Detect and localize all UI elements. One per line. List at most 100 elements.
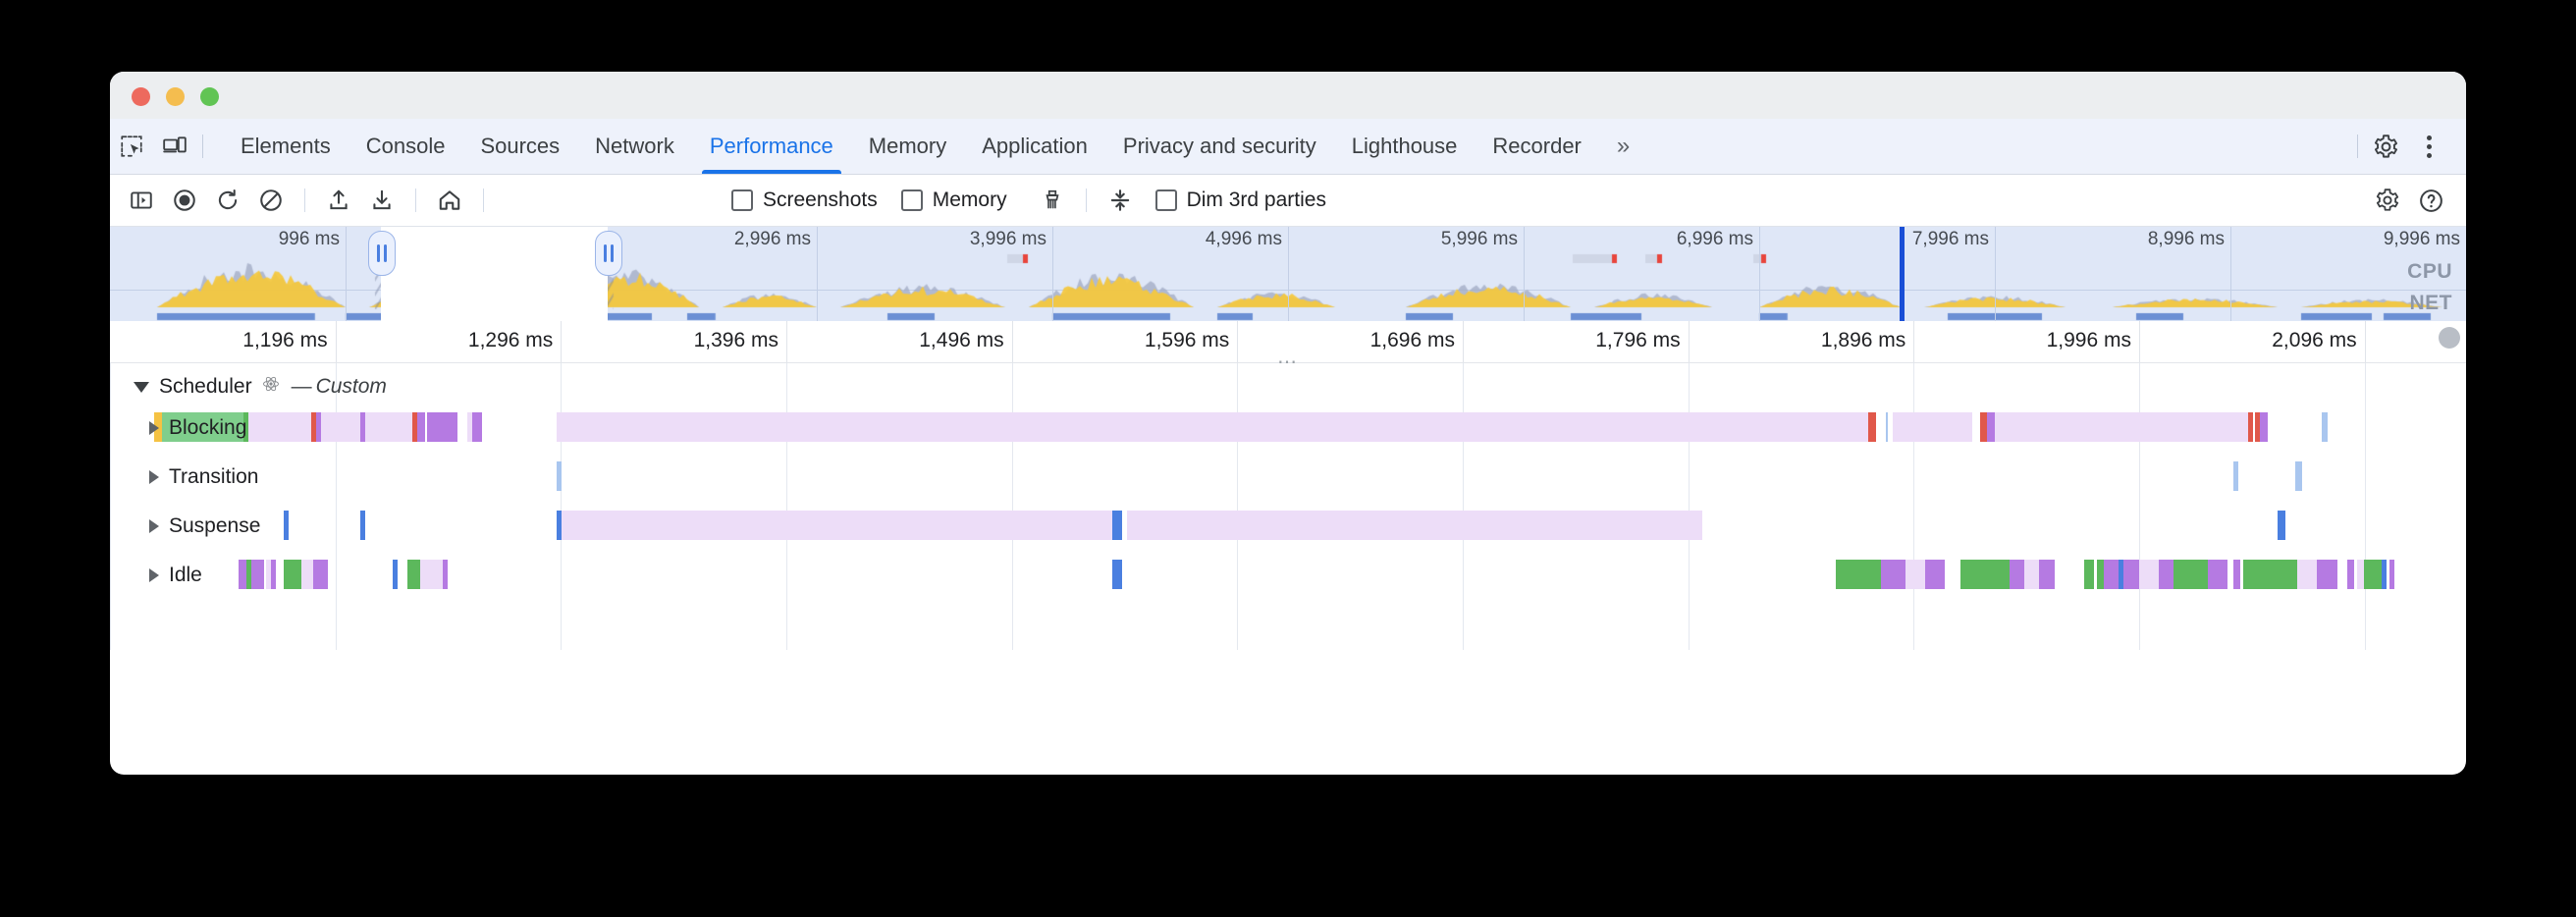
flame-bar[interactable]: [2294, 461, 2303, 491]
screenshots-checkbox-box[interactable]: [731, 189, 753, 211]
tab-network[interactable]: Network: [595, 134, 674, 158]
track-transition-bars[interactable]: [110, 461, 2466, 491]
track-suspense[interactable]: Suspense: [110, 507, 2466, 544]
flame-bar[interactable]: [1893, 412, 1973, 442]
flame-bar[interactable]: [471, 412, 482, 442]
flame-chart[interactable]: Scheduler — Custom Blocking: [110, 363, 2466, 650]
flame-bar[interactable]: [1111, 560, 1122, 589]
flame-bar[interactable]: [412, 412, 418, 442]
chevron-right-icon[interactable]: [149, 421, 159, 435]
flame-bar[interactable]: [2260, 412, 2268, 442]
track-idle-label[interactable]: Idle: [149, 564, 202, 587]
flame-bar[interactable]: [2242, 560, 2298, 589]
tab-performance[interactable]: Performance: [692, 119, 851, 174]
flame-bar[interactable]: [320, 412, 361, 442]
screenshots-checkbox[interactable]: Screenshots: [731, 189, 878, 212]
clear-icon[interactable]: [249, 181, 293, 220]
collect-garbage-icon[interactable]: [1031, 181, 1074, 220]
dim-3rd-parties-checkbox[interactable]: Dim 3rd parties: [1154, 189, 1326, 212]
reload-and-record-icon[interactable]: [206, 181, 249, 220]
selection-start-handle[interactable]: [368, 231, 396, 276]
flame-bar[interactable]: [2158, 560, 2174, 589]
flame-bar[interactable]: [1905, 560, 1926, 589]
settings-gear-icon[interactable]: [2366, 181, 2409, 220]
track-suspense-bars[interactable]: [110, 511, 2466, 540]
flame-bar[interactable]: [2297, 560, 2318, 589]
flame-bar[interactable]: [556, 412, 1038, 442]
scrollbar-thumb[interactable]: [2439, 327, 2460, 349]
download-profile-icon[interactable]: [360, 181, 403, 220]
flame-bar[interactable]: [2123, 560, 2139, 589]
flame-bar[interactable]: [2364, 560, 2383, 589]
flame-bar[interactable]: [2173, 560, 2209, 589]
flame-bar[interactable]: [251, 560, 264, 589]
chevron-right-icon[interactable]: [149, 519, 159, 533]
flame-bar[interactable]: [2010, 560, 2025, 589]
flame-bar[interactable]: [1583, 412, 1869, 442]
gear-icon[interactable]: [2364, 127, 2407, 166]
maximize-window-button[interactable]: [200, 87, 219, 106]
flame-bar[interactable]: [239, 560, 246, 589]
flame-bar[interactable]: [1987, 412, 1995, 442]
flame-bar[interactable]: [1979, 412, 1988, 442]
flame-bar[interactable]: [466, 412, 472, 442]
flame-bar[interactable]: [310, 412, 316, 442]
chevron-right-icon[interactable]: [149, 568, 159, 582]
inspect-icon[interactable]: [110, 127, 153, 166]
flame-bar[interactable]: [2247, 412, 2253, 442]
track-idle-bars[interactable]: [110, 560, 2466, 589]
tab-console[interactable]: Console: [365, 134, 446, 158]
track-group-scheduler[interactable]: Scheduler — Custom: [110, 367, 2466, 405]
flame-bar[interactable]: [419, 560, 443, 589]
track-blocking-bars[interactable]: [110, 412, 2466, 442]
flame-bar[interactable]: [1836, 560, 1881, 589]
tab-elements[interactable]: Elements: [241, 134, 331, 158]
flame-bar[interactable]: [283, 511, 289, 540]
flame-bar[interactable]: [2138, 560, 2159, 589]
track-suspense-label[interactable]: Suspense: [149, 514, 260, 538]
more-tabs-icon[interactable]: »: [1616, 133, 1630, 159]
tab-application[interactable]: Application: [982, 134, 1088, 158]
track-blocking-label[interactable]: Blocking: [149, 416, 246, 440]
flame-bar[interactable]: [2356, 560, 2365, 589]
flame-bar[interactable]: [1885, 412, 1889, 442]
collapse-tracks-icon[interactable]: [1099, 181, 1142, 220]
flame-bar[interactable]: [393, 560, 399, 589]
flame-bar[interactable]: [245, 560, 251, 589]
upload-profile-icon[interactable]: [317, 181, 360, 220]
record-icon[interactable]: [163, 181, 206, 220]
tab-lighthouse[interactable]: Lighthouse: [1351, 134, 1458, 158]
flame-bar[interactable]: [365, 412, 413, 442]
flame-bar[interactable]: [266, 560, 272, 589]
tab-privacy-and-security[interactable]: Privacy and security: [1122, 134, 1316, 158]
flame-bar[interactable]: [2255, 412, 2261, 442]
flame-bar[interactable]: [427, 412, 457, 442]
track-idle[interactable]: Idle: [110, 556, 2466, 593]
flame-bar[interactable]: [2119, 560, 2124, 589]
flame-bar[interactable]: [442, 560, 448, 589]
device-toolbar-icon[interactable]: [153, 127, 196, 166]
track-transition[interactable]: Transition: [110, 458, 2466, 495]
flame-bar[interactable]: [313, 560, 329, 589]
flame-bar[interactable]: [360, 412, 366, 442]
flame-bar[interactable]: [2388, 560, 2394, 589]
flame-bar[interactable]: [2104, 560, 2120, 589]
flame-bar[interactable]: [556, 461, 562, 491]
flame-bar[interactable]: [2278, 511, 2285, 540]
minimize-window-button[interactable]: [166, 87, 185, 106]
flame-bar[interactable]: [300, 560, 314, 589]
flame-bar[interactable]: [1037, 412, 1583, 442]
selection-end-handle[interactable]: [594, 231, 622, 276]
chevron-down-icon[interactable]: [134, 381, 149, 393]
flame-bar[interactable]: [2083, 560, 2095, 589]
flame-bar[interactable]: [1925, 560, 1946, 589]
flame-bar[interactable]: [1995, 412, 2248, 442]
flame-bar[interactable]: [243, 412, 249, 442]
flame-bar[interactable]: [2208, 560, 2228, 589]
overview-selection-window[interactable]: [381, 227, 608, 321]
flame-bar[interactable]: [407, 560, 420, 589]
flame-bar[interactable]: [2096, 560, 2105, 589]
chevron-right-icon[interactable]: [149, 470, 159, 484]
flame-bar[interactable]: [2039, 560, 2055, 589]
